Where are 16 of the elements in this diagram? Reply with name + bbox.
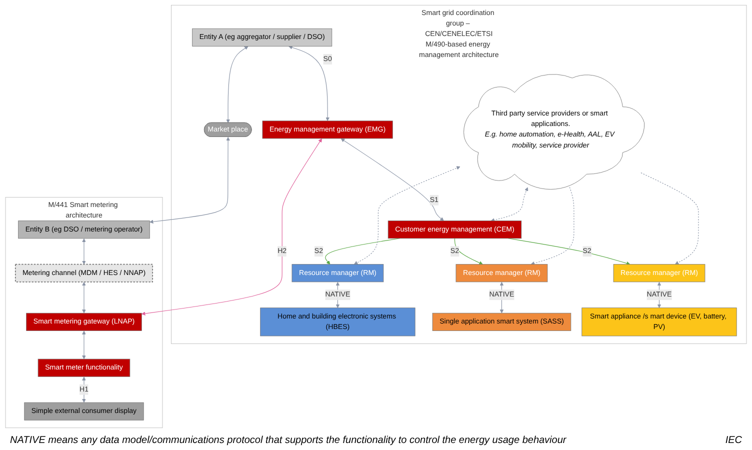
arrow (640, 172, 699, 264)
caption: IEC (725, 435, 742, 446)
arrow (288, 46, 330, 122)
arrow (82, 238, 86, 264)
arrow (508, 238, 630, 266)
arrow (226, 46, 248, 124)
arrow (141, 138, 322, 316)
arrow (149, 136, 230, 224)
note-text: NATIVE means any data model/communications protocol that supports the functionality to control the energy usage behaviour (10, 435, 566, 446)
arrow (490, 187, 528, 222)
arrow (82, 282, 86, 314)
arrow (354, 166, 460, 264)
arrow (530, 186, 574, 266)
arrow (325, 238, 400, 264)
arrow (340, 138, 444, 221)
arrow (82, 330, 86, 360)
